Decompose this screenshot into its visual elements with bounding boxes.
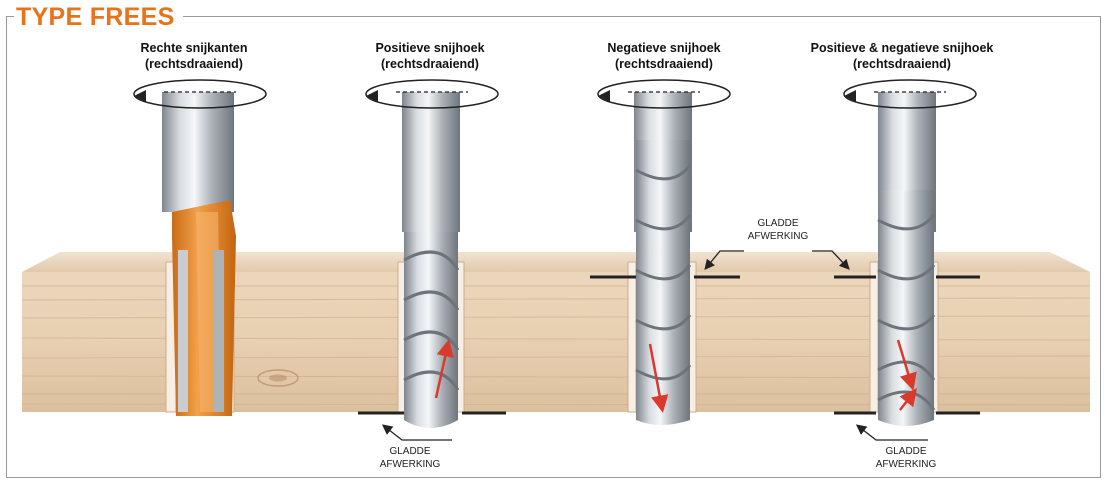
rotation-ring-2: [365, 79, 499, 109]
rotation-arrow-4: [844, 90, 856, 102]
cutter-1-title: Rechte snijkanten: [141, 41, 248, 55]
cutter-2-subtitle: (rechtsdraaiend): [381, 57, 479, 71]
smooth-finish-bottom-right-pointer: [855, 424, 928, 441]
cutter-4-title: Positieve & negatieve snijhoek: [811, 41, 994, 55]
page-title: TYPE FREES: [14, 3, 183, 31]
rotation-ring-1: [133, 79, 267, 109]
rotation-arrow-1: [134, 90, 146, 102]
smooth-finish-bottom-left-pointer: [381, 424, 452, 441]
negative-spiral-bit: [634, 92, 692, 425]
diagram-frame: [6, 16, 1101, 478]
rotation-ring-4: [843, 79, 977, 109]
smooth-finish-top-pointer-left: [704, 250, 744, 271]
smooth-finish-bottom-left-line2: AFWERKING: [380, 459, 441, 470]
board-top-face: [22, 252, 1090, 272]
cutter-1-subtitle: (rechtsdraaiend): [145, 57, 243, 71]
rotation-arrow-2: [366, 90, 378, 102]
cutter-3-subtitle: (rechtsdraaiend): [615, 57, 713, 71]
smooth-finish-bottom-right-line1: GLADDE: [885, 446, 926, 457]
positive-spiral-bit: [402, 92, 460, 428]
cutter-2-title: Positieve snijhoek: [375, 41, 484, 55]
cutter-4-subtitle: (rechtsdraaiend): [853, 57, 951, 71]
smooth-finish-top-line2: AFWERKING: [748, 231, 809, 242]
rotation-arrow-3: [598, 90, 610, 102]
compression-spiral-bit: [877, 92, 936, 426]
smooth-finish-top-line1: GLADDE: [757, 218, 798, 229]
smooth-finish-bottom-left-line1: GLADDE: [389, 446, 430, 457]
straight-cutter-bit: [162, 92, 236, 416]
cutter-3-title: Negatieve snijhoek: [607, 41, 720, 55]
wood-knot: [257, 369, 299, 387]
rotation-ring-3: [597, 79, 731, 109]
smooth-finish-top-pointer-right: [812, 250, 850, 270]
smooth-finish-bottom-right-line2: AFWERKING: [876, 459, 937, 470]
